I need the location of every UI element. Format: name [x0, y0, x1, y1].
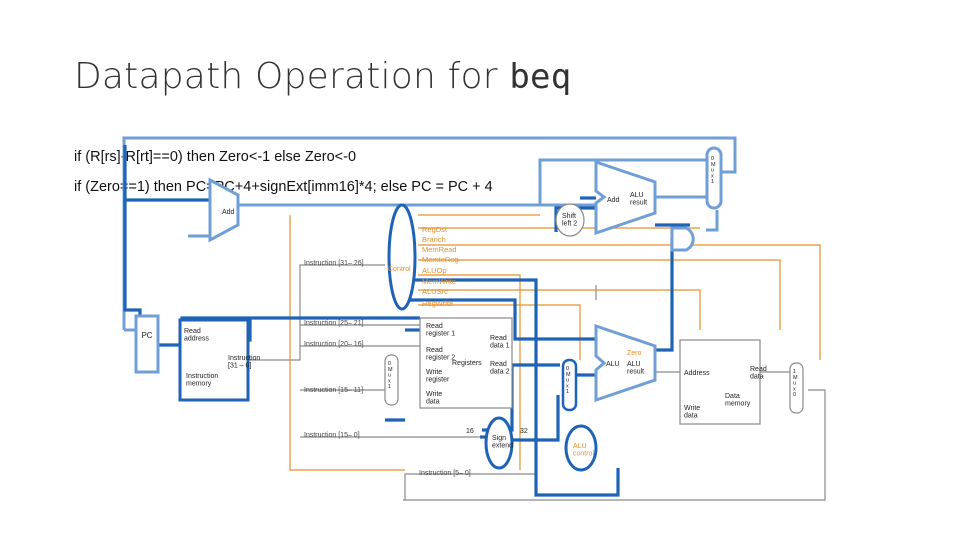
- dmem-address: Address: [684, 370, 710, 377]
- svg-text:MemWrite: MemWrite: [422, 277, 456, 286]
- svg-text:Instruction [5– 0]: Instruction [5– 0]: [419, 470, 471, 477]
- svg-text:RegWrite: RegWrite: [422, 299, 453, 308]
- sign-extend: [484, 416, 514, 470]
- memtoreg-mux: [789, 362, 804, 414]
- svg-text:Instruction [25– 21]: Instruction [25– 21]: [304, 320, 364, 327]
- control-signal-labels: RegDst Branch MemRead MemtoReg ALUOp Mem…: [422, 225, 459, 308]
- svg-text:ALUSrc: ALUSrc: [422, 287, 448, 296]
- svg-text:Branch: Branch: [422, 235, 446, 244]
- control-unit: [387, 203, 417, 311]
- title-text: Datapath Operation for: [74, 56, 510, 97]
- sign-out-width: 32: [520, 428, 528, 435]
- svg-text:Instruction [20– 16]: Instruction [20– 16]: [304, 341, 364, 348]
- adder1-label: Add: [222, 209, 235, 216]
- svg-text:Instruction [15– 0]: Instruction [15– 0]: [304, 432, 360, 439]
- svg-text:RegDst: RegDst: [422, 225, 448, 234]
- background-wires: [158, 264, 826, 501]
- imem-instruction: Instruction[31 – 0]: [228, 355, 260, 369]
- rf-title: Registers: [452, 360, 482, 367]
- control-label: Control: [388, 266, 411, 273]
- alusrc-mux: [561, 358, 578, 412]
- condition-line-2: if (Zero==1) then PC=PC+4+signExt[imm16]…: [74, 179, 493, 195]
- pc-label: PC: [141, 331, 152, 340]
- pcsrc-mux: [705, 146, 723, 210]
- branch-and-gate: [670, 226, 695, 252]
- title-code: beq: [509, 57, 572, 97]
- branch-adder-label: Add: [607, 197, 620, 204]
- shift-left-2: [555, 203, 585, 237]
- branch-adder: [594, 159, 657, 236]
- register-file: [419, 317, 513, 409]
- main-alu: [594, 323, 657, 403]
- alu-zero: Zero: [627, 350, 642, 357]
- alu-label: ALU: [606, 361, 620, 368]
- pc-register: [134, 314, 160, 374]
- sign-in-width: 16: [466, 428, 474, 435]
- slide-title: Datapath Operation for beq: [74, 56, 571, 97]
- svg-text:ALUOp: ALUOp: [422, 266, 447, 275]
- instruction-field-labels: Instruction [31– 26] Instruction [25– 21…: [304, 260, 471, 477]
- pc-adder: [208, 177, 240, 243]
- data-memory: [679, 339, 761, 425]
- instruction-memory: [178, 318, 250, 402]
- condition-line-1: if (R[rs]-R[rt]==0) then Zero<-1 else Ze…: [74, 149, 357, 165]
- svg-text:Instruction [15– 11]: Instruction [15– 11]: [304, 387, 363, 394]
- svg-text:MemtoReg: MemtoReg: [422, 255, 459, 264]
- svg-text:Instruction [31– 26]: Instruction [31– 26]: [304, 260, 364, 267]
- svg-text:MemRead: MemRead: [422, 245, 457, 254]
- regdst-mux: [384, 354, 399, 406]
- alu-control: [564, 424, 598, 472]
